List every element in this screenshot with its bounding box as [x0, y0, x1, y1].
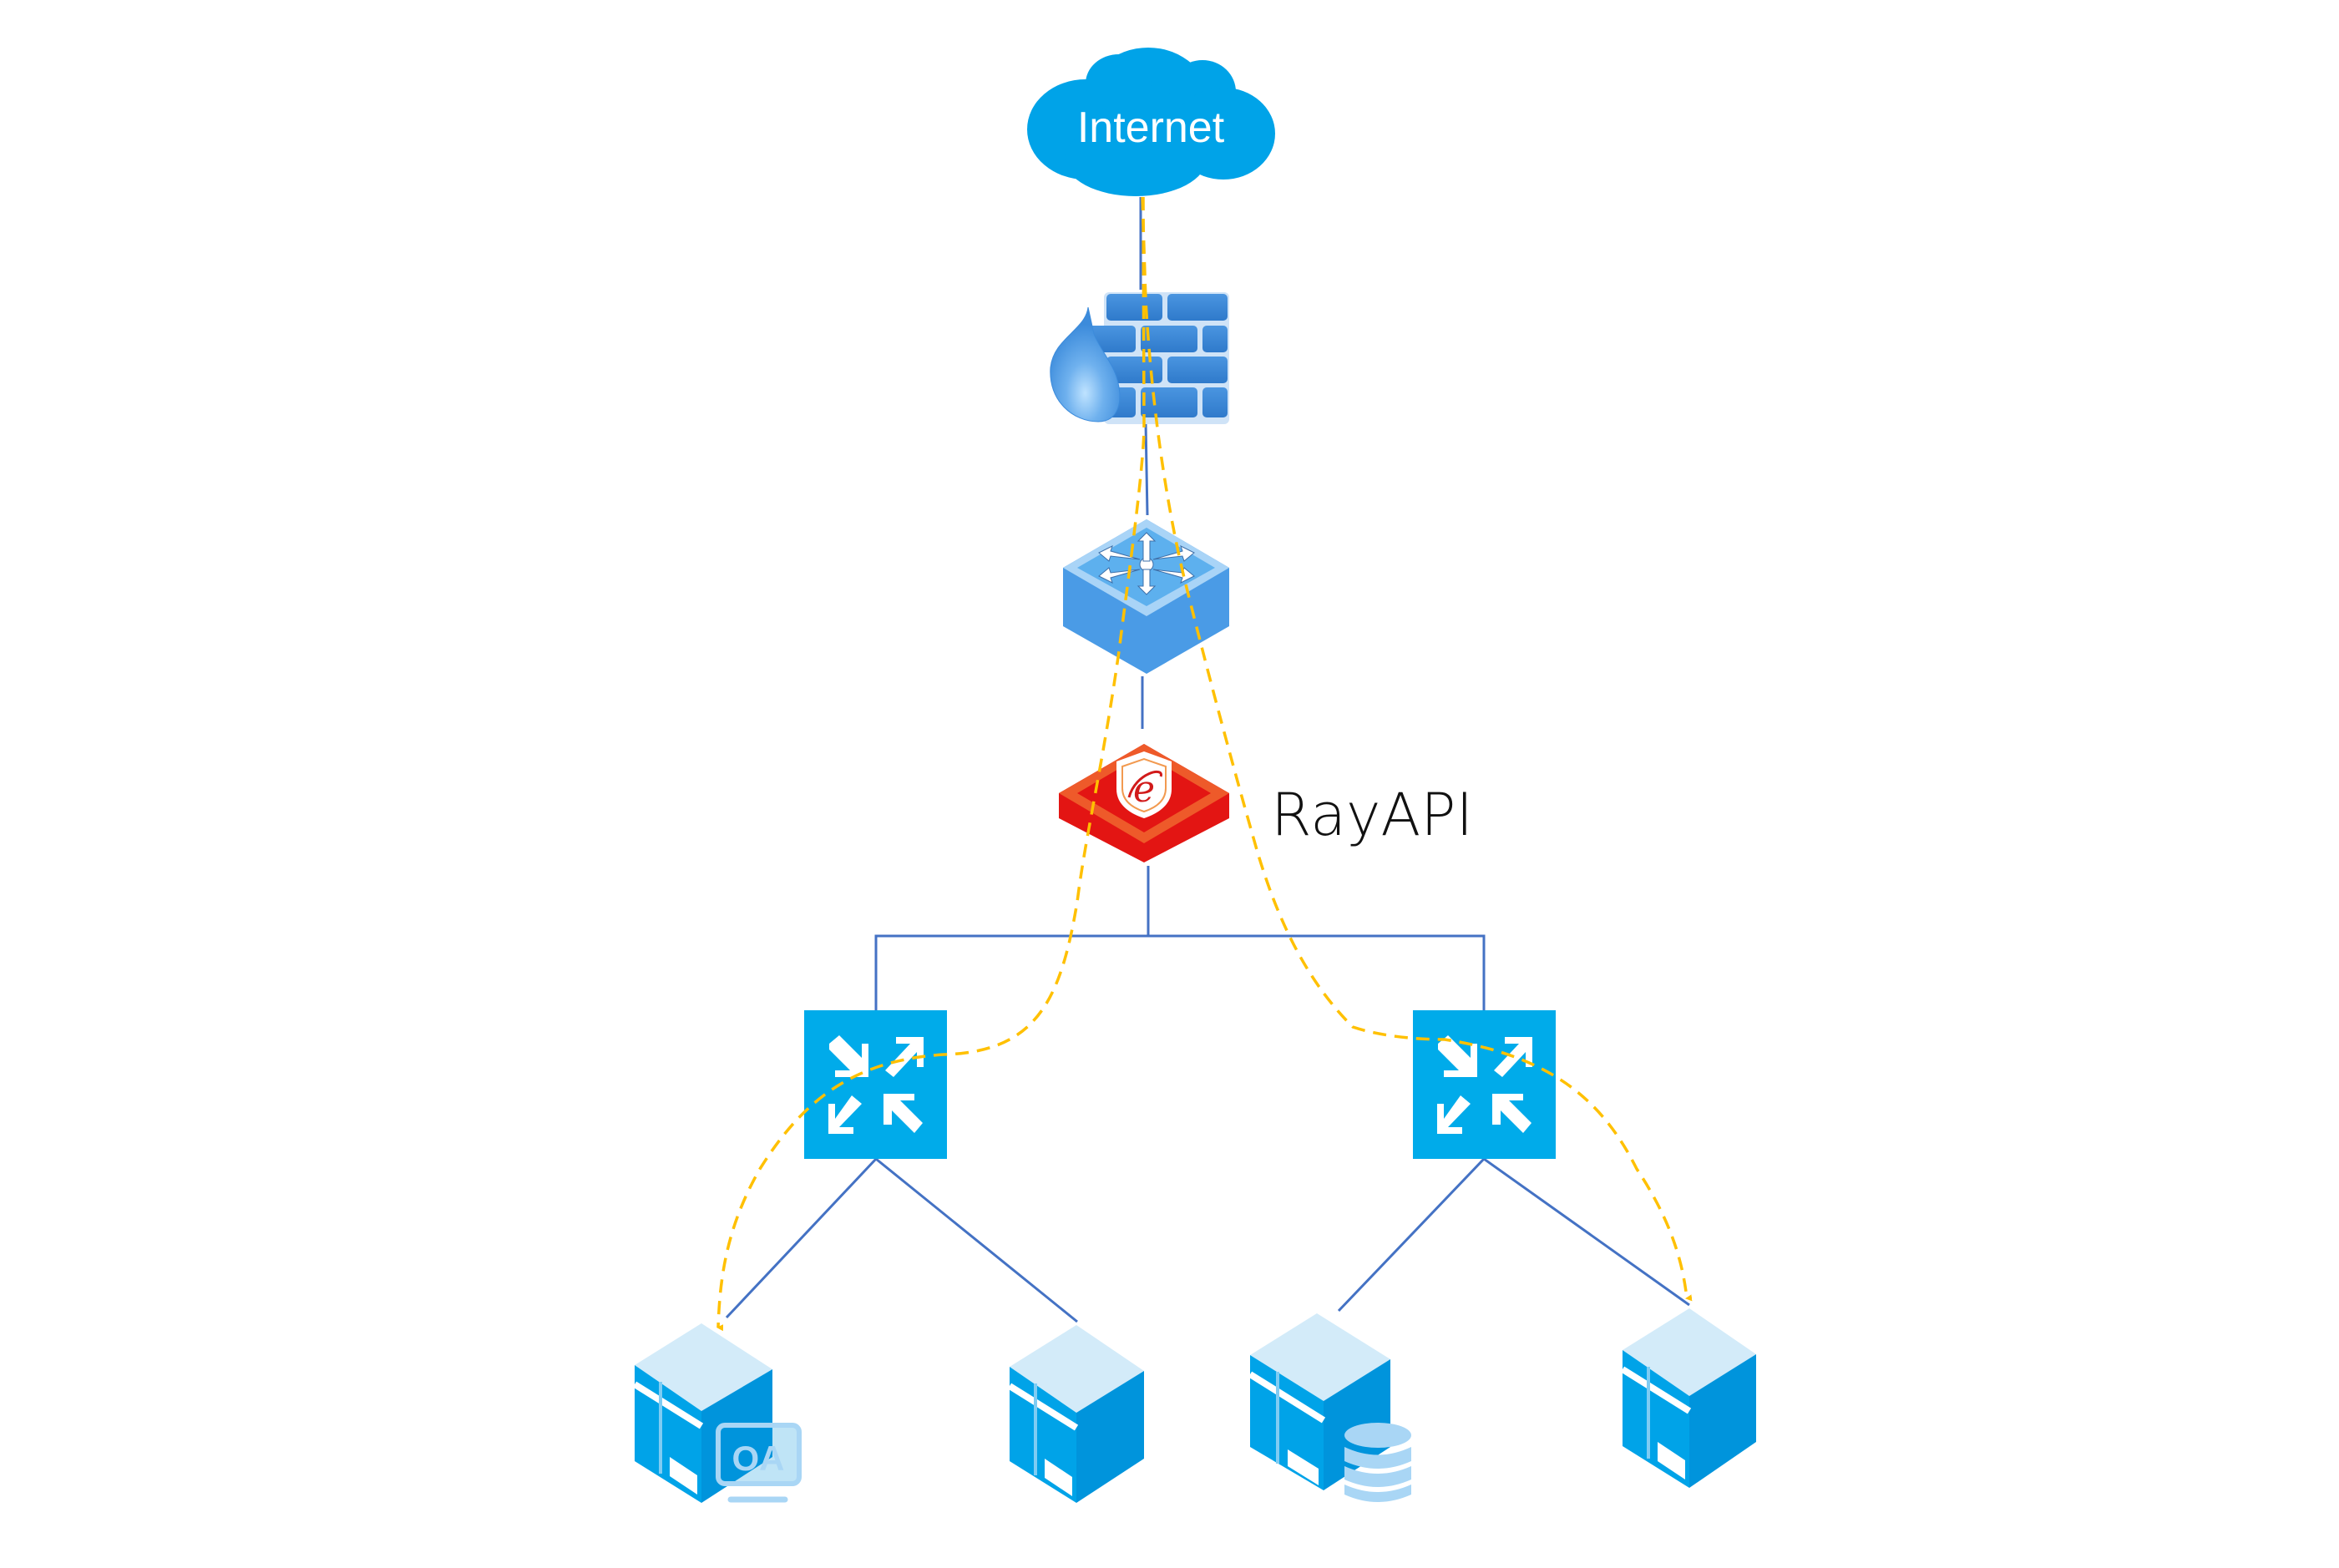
- switch-icon: [1413, 1010, 1556, 1159]
- server-db-node[interactable]: [1248, 1313, 1411, 1502]
- link-switch-left-servers: [725, 1156, 1078, 1323]
- server-icon: [1007, 1325, 1144, 1503]
- server-plain-right-node[interactable]: [1620, 1308, 1756, 1488]
- flow-internet-to-oa-server: [716, 196, 1146, 1332]
- internet-node[interactable]: Internet: [1027, 48, 1275, 196]
- oa-badge-icon: OA: [716, 1423, 802, 1503]
- rayapi-shield-icon: e: [1059, 744, 1229, 862]
- link-switch-right-servers: [1337, 1157, 1690, 1313]
- router-node[interactable]: [1063, 519, 1229, 674]
- traffic-flows: [716, 196, 1693, 1332]
- server-plain-left-node[interactable]: [1007, 1325, 1144, 1503]
- link-bus: [874, 934, 1486, 1010]
- core-router-icon: [1063, 519, 1229, 674]
- rayapi-node[interactable]: e RayAPI: [1059, 744, 1473, 862]
- server-icon: [1248, 1313, 1390, 1490]
- firewall-icon: [1050, 292, 1229, 424]
- link-firewall-router: [1144, 422, 1149, 516]
- flame-icon: [1050, 306, 1121, 422]
- internet-label: Internet: [1077, 104, 1225, 152]
- switch-left-node[interactable]: [804, 1010, 947, 1159]
- database-icon: [1344, 1423, 1411, 1502]
- oa-badge-label: OA: [732, 1439, 785, 1478]
- rayapi-e-glyph: e: [1133, 768, 1155, 811]
- server-oa-node[interactable]: OA: [632, 1323, 802, 1503]
- server-icon: [1620, 1308, 1756, 1488]
- switch-icon: [804, 1010, 947, 1159]
- cloud-icon: [1027, 48, 1275, 196]
- server-icon: [632, 1323, 772, 1503]
- switch-right-node[interactable]: [1413, 1010, 1556, 1159]
- rayapi-label: RayAPI: [1271, 781, 1473, 849]
- firewall-node[interactable]: [1050, 292, 1229, 424]
- flow-internet-to-right-server: [1141, 196, 1693, 1302]
